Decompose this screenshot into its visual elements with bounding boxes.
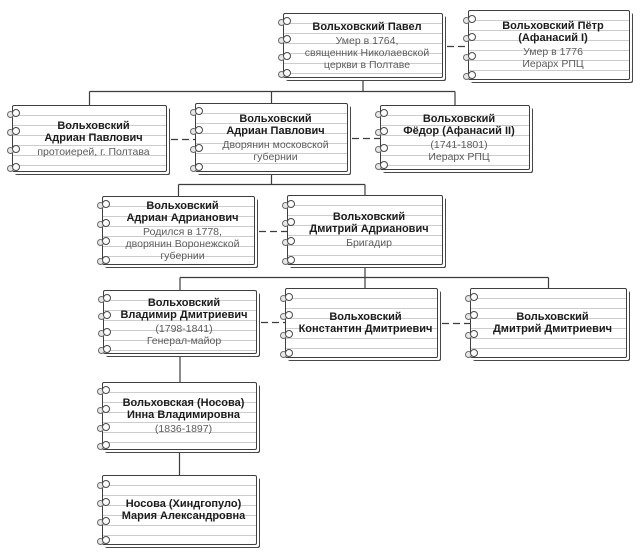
- person-name-line: Константин Дмитриевич: [298, 323, 433, 335]
- person-name-line: Владимир Дмитриевич: [120, 309, 248, 321]
- person-detail-line: (1798-1841): [155, 323, 213, 335]
- person-name-line: Вольховский Пётр: [502, 20, 604, 32]
- person-name-line: Вольховский: [422, 112, 496, 125]
- person-name-line: Адриан Павлович: [44, 131, 143, 144]
- person-name-line: Вольховский: [332, 211, 406, 223]
- person-name-line: Носова (Хиндгопуло): [125, 498, 242, 510]
- person-detail-line: Умер в 1776: [523, 46, 583, 58]
- person-card-maria[interactable]: Носова (Хиндгопуло)Мария Александровна: [97, 475, 257, 545]
- person-name-line: Вольховский: [329, 311, 402, 323]
- person-name-line: Вольховский: [57, 119, 130, 132]
- person-detail-line: Бригадир: [346, 237, 392, 249]
- person-card-text: Носова (Хиндгопуло)Мария Александровна: [103, 476, 256, 544]
- person-detail-line: Дворянин московской: [222, 138, 329, 151]
- person-name-line: Адриан Адрианович: [126, 211, 239, 224]
- person-name-line: Вольховский: [516, 311, 589, 323]
- person-name-line: Адриан Павлович: [226, 124, 325, 137]
- person-detail-line: Умер в 1764,: [335, 34, 399, 47]
- person-detail-line: священник Николаевской: [304, 46, 430, 59]
- person-name-line: Вольховская (Носова): [122, 397, 245, 409]
- person-detail-line: Генерал-майор: [146, 335, 222, 347]
- person-card-text: Вольховская (Носова)Инна Владимировна (18…: [103, 383, 256, 449]
- person-name-line: Дмитрий Дмитриевич: [492, 323, 613, 335]
- person-detail-line: протоиерей, г. Полтава: [37, 145, 150, 158]
- person-detail-line: (1836-1897): [154, 423, 213, 435]
- person-name-line: Дмитрий Адрианович: [309, 223, 429, 235]
- person-name-line: (Афанасий I): [518, 32, 588, 44]
- person-card-inna[interactable]: Вольховская (Носова)Инна Владимировна (18…: [97, 382, 257, 450]
- person-name-line: Инна Владимировна: [126, 409, 241, 421]
- person-name-line: Вольховский: [146, 199, 219, 212]
- person-detail-line: церкви в Полтаве: [323, 58, 411, 71]
- person-name-line: Вольховский: [147, 297, 221, 309]
- person-name-line: Вольховский: [239, 112, 312, 125]
- person-detail-line: губернии: [160, 249, 205, 262]
- person-detail-line: Родился в 1778,: [143, 225, 222, 238]
- person-detail-line: (1741-1801): [430, 138, 488, 151]
- person-detail-line: Иерарх РПЦ: [428, 150, 490, 163]
- person-name-line: Фёдор (Афанасий II): [403, 124, 515, 137]
- person-detail-line: дворянин Воронежской: [125, 237, 240, 250]
- person-detail-line: Иерарх РПЦ: [522, 58, 584, 70]
- person-detail-line: губернии: [253, 150, 298, 163]
- person-name-line: Вольховский Павел: [312, 20, 422, 33]
- person-name-line: Мария Александровна: [121, 510, 246, 522]
- dashed-relation-lines: [171, 45, 470, 325]
